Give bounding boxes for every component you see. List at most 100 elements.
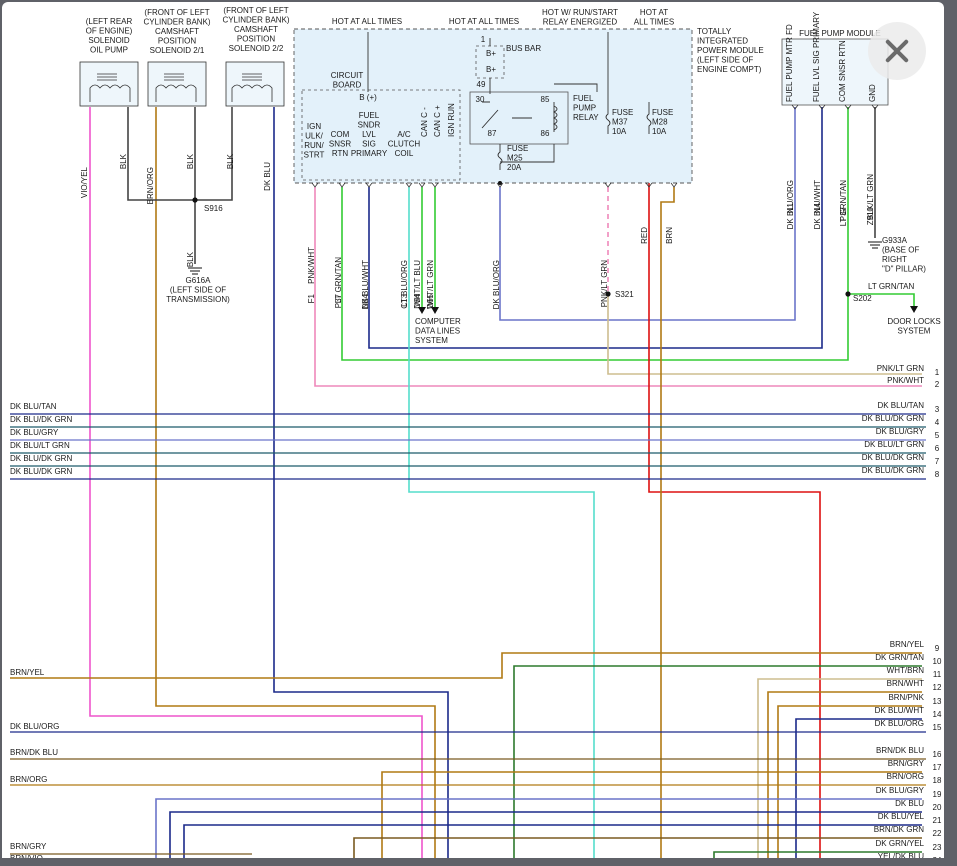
fuse-m28-label: 10A <box>652 127 667 136</box>
circuit-board-label: BOARD <box>333 81 362 90</box>
right-wire-number: 3 <box>935 405 940 414</box>
wire-dk-blu-wht <box>368 107 823 349</box>
ign-run-label: IGN RUN <box>447 103 456 137</box>
ground-label: G933A <box>882 236 908 245</box>
fuse-m25-label: FUSE <box>507 144 528 153</box>
hot-run-label: RELAY ENERGIZED <box>543 18 618 27</box>
wire-color-label: LT GRN/TAN <box>334 257 343 303</box>
right-wire-label: DK BLU/GRY <box>876 786 925 795</box>
right-wire-number: 19 <box>933 790 942 799</box>
wire-color-label: BLK <box>226 153 235 169</box>
right-wire-label: DK GRN/TAN <box>875 653 924 662</box>
right-wire-number: 21 <box>933 816 942 825</box>
right-wire-number: 8 <box>935 470 940 479</box>
wire-color-label: DK BLU/ORG <box>786 180 795 229</box>
ground-g616a-icon <box>188 267 202 275</box>
close-button[interactable] <box>868 22 926 80</box>
hot-label: HOT AT ALL TIMES <box>332 17 402 26</box>
computer-data-lines-label: DATA LINES <box>415 327 460 336</box>
fuel-pump-relay-label: FUEL <box>573 94 594 103</box>
horizontal-scrollbar[interactable] <box>0 858 957 866</box>
right-wire-label: DK BLU <box>895 799 924 808</box>
can-plus-label: CAN C + <box>433 105 442 137</box>
fuse-m25 <box>497 144 503 170</box>
wire-22 <box>353 837 922 860</box>
tipm-title: ENGINE COMPT) <box>697 65 762 74</box>
wire-color-label: BRN <box>665 227 674 244</box>
relay-switch <box>481 101 558 132</box>
wire-color-label: PNK/WHT <box>307 247 316 284</box>
right-wire-label: DK BLU/GRY <box>876 427 925 436</box>
fuse-m28-label: M28 <box>652 118 668 127</box>
tipm-internal-wiring <box>367 32 609 163</box>
ign-label: RUN/ <box>304 141 324 150</box>
right-wire-number: 20 <box>933 803 942 812</box>
fuse-m37-label: 10A <box>612 127 627 136</box>
right-wire-number: 22 <box>933 829 942 838</box>
wire-color-label: BLK/LT GRN <box>866 174 875 220</box>
fuel-pump-relay-label: RELAY <box>573 113 599 122</box>
ac-clutch-label: COIL <box>395 149 414 158</box>
right-wire-number: 16 <box>933 750 942 759</box>
ground-label: (LEFT SIDE OF <box>170 286 226 295</box>
circuit-code-label: N34 <box>361 293 370 308</box>
circuit-code-label: P37 <box>334 293 343 308</box>
right-wire-number: 4 <box>935 418 940 427</box>
ign-label: IGN <box>307 122 321 131</box>
hot-label: HOT AT ALL TIMES <box>449 17 519 26</box>
oil-pump-solenoid <box>79 61 285 107</box>
wire-lt-blu-org <box>408 187 595 860</box>
right-wire-label: DK BLU/TAN <box>877 401 924 410</box>
fpm-pin-label: GND <box>868 84 877 102</box>
coil-symbol-3 <box>231 73 273 102</box>
left-wire-label: DK BLU/DK GRN <box>10 454 72 463</box>
ground-label: TRANSMISSION) <box>166 295 230 304</box>
cam-solenoid-22-label: CAMSHAFT <box>234 25 278 34</box>
ground-label: (BASE OF <box>882 246 919 255</box>
left-wire-label: DK BLU/ORG <box>10 722 59 731</box>
wire-21 <box>183 824 922 860</box>
ground-g933a-icon <box>868 241 882 249</box>
wire-17 <box>381 771 922 860</box>
right-wire-label: BRN/GRY <box>888 759 925 768</box>
right-wire-number: 5 <box>935 431 940 440</box>
left-wire-label: DK BLU/LT GRN <box>10 441 70 450</box>
wire-pnk-lt-grn-2 <box>607 294 922 375</box>
wire-color-label: BLK <box>186 251 195 267</box>
com-snsr-label: SNSR <box>329 140 351 149</box>
pin-markers <box>311 104 879 188</box>
ign-label: STRT <box>304 151 325 160</box>
circuit-code-label: Z910 <box>866 206 875 225</box>
fuel-sndr-label: PRIMARY <box>351 149 388 158</box>
fpm-pin-label: FUEL LVL SIG PRIMARY <box>812 11 821 102</box>
com-snsr-label: RTN <box>332 149 349 158</box>
right-wire-label: YEL/DK BLU <box>878 852 924 860</box>
splice-s916 <box>192 197 198 203</box>
circuit-code-label: F1 <box>307 293 316 303</box>
right-wire-label: BRN/WHT <box>887 679 924 688</box>
coil-symbol-2 <box>155 73 197 102</box>
cam-solenoid-21-label: SOLENOID 2/1 <box>150 46 205 55</box>
tipm-title: INTEGRATED <box>697 37 748 46</box>
right-wire-label: DK BLU/DK GRN <box>862 466 924 475</box>
wire-color-label: BLK <box>119 153 128 169</box>
pin-label: 85 <box>541 95 550 104</box>
wire-color-label: LT BLU/ORG <box>400 260 409 307</box>
cam-solenoid-22-label: SOLENOID 2/2 <box>229 44 284 53</box>
oil-pump-solenoid-label: OF ENGINE) <box>86 27 133 36</box>
right-wire-number: 2 <box>935 380 940 389</box>
hot-run-label: HOT W/ RUN/START <box>542 8 618 17</box>
fpm-pin-label: COM SNSR RTN <box>838 40 847 102</box>
right-wire-number: 1 <box>935 368 940 377</box>
tipm-title: POWER MODULE <box>697 46 764 55</box>
wire-red <box>648 32 821 860</box>
right-wire-number: 17 <box>933 763 942 772</box>
can-minus-label: CAN C - <box>420 107 429 137</box>
left-wire-label: BRN/GRY <box>10 842 47 851</box>
wire-dk-blu-org <box>499 107 796 321</box>
ign-label: ULK/ <box>305 132 324 141</box>
bplus-label: B+ <box>486 65 496 74</box>
